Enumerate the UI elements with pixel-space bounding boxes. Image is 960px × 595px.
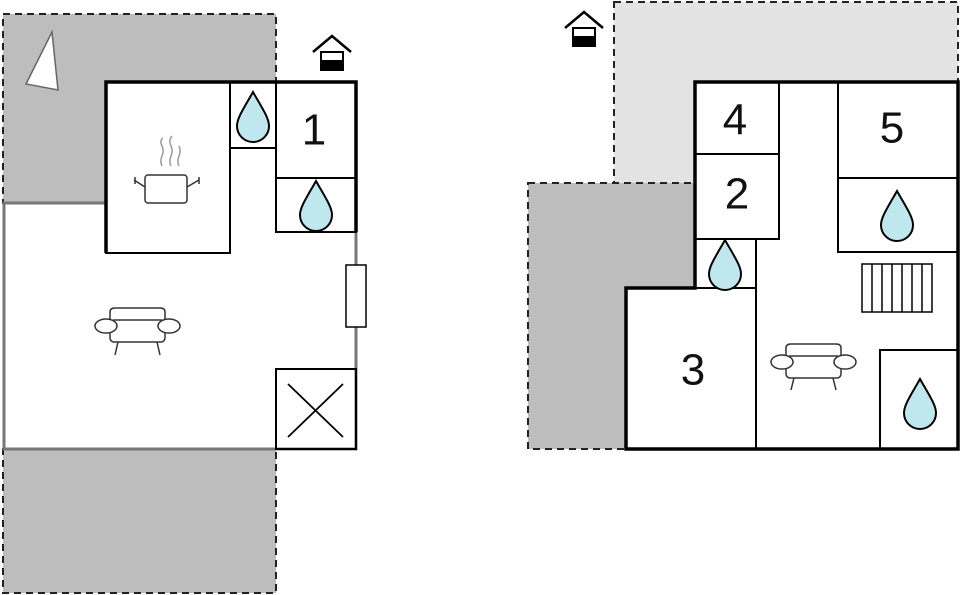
kitchen-icon: [133, 135, 200, 204]
entrance-icon: [312, 34, 352, 71]
bathroom-icon: [707, 237, 743, 291]
sofa-icon: [770, 343, 857, 391]
compass-icon: [24, 29, 59, 91]
room-label-2: 2: [725, 170, 749, 219]
stairs-icon: [861, 263, 933, 313]
bathroom-icon: [235, 89, 271, 143]
upper-building: [626, 82, 958, 449]
entrance-icon: [564, 10, 604, 47]
bathroom-icon: [902, 376, 938, 430]
bathroom-icon: [298, 178, 334, 232]
fireplace-icon-cross: [287, 383, 344, 438]
room-label-5: 5: [880, 104, 904, 153]
ground-floor: 1: [2, 13, 367, 594]
fireplace-box: [275, 368, 357, 450]
upper-floor: 4 2 5 3: [527, 1, 960, 451]
ground-outer-wall: [104, 80, 358, 253]
room-label-3: 3: [681, 346, 705, 395]
room-label-4: 4: [723, 96, 747, 145]
upper-outer-wall: [624, 80, 960, 451]
sofa-icon: [94, 307, 181, 356]
room-label-1: 1: [302, 106, 326, 155]
window-icon: [345, 264, 367, 328]
terrace-top-left: [2, 13, 277, 204]
terrace-bottom: [2, 448, 277, 594]
bathroom-icon: [879, 188, 915, 242]
